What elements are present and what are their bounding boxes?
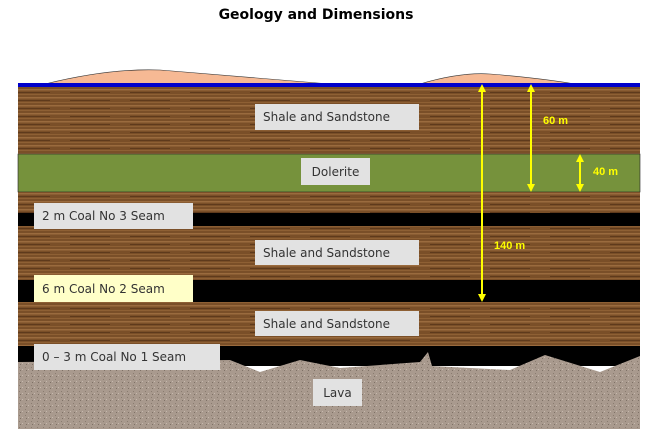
dimension-40m: 40 m <box>593 166 619 178</box>
label-coal-1: 0 – 3 m Coal No 1 Seam <box>34 344 220 370</box>
label-coal-3: 2 m Coal No 3 Seam <box>34 203 193 229</box>
label-lava: Lava <box>313 379 362 406</box>
dimension-140m: 140 m <box>494 240 526 252</box>
soil-mound <box>44 69 331 85</box>
soil-mound <box>419 73 576 85</box>
dimension-60m: 60 m <box>543 115 569 127</box>
label-shale-1: Shale and Sandstone <box>255 104 419 130</box>
diagram-title: Geology and Dimensions <box>218 7 414 23</box>
surface-line <box>18 83 640 87</box>
label-shale-2: Shale and Sandstone <box>255 240 419 265</box>
dimension-arrows <box>478 84 584 302</box>
label-dolerite: Dolerite <box>301 158 370 185</box>
label-shale-3: Shale and Sandstone <box>255 311 419 336</box>
label-coal-2: 6 m Coal No 2 Seam <box>34 275 193 302</box>
